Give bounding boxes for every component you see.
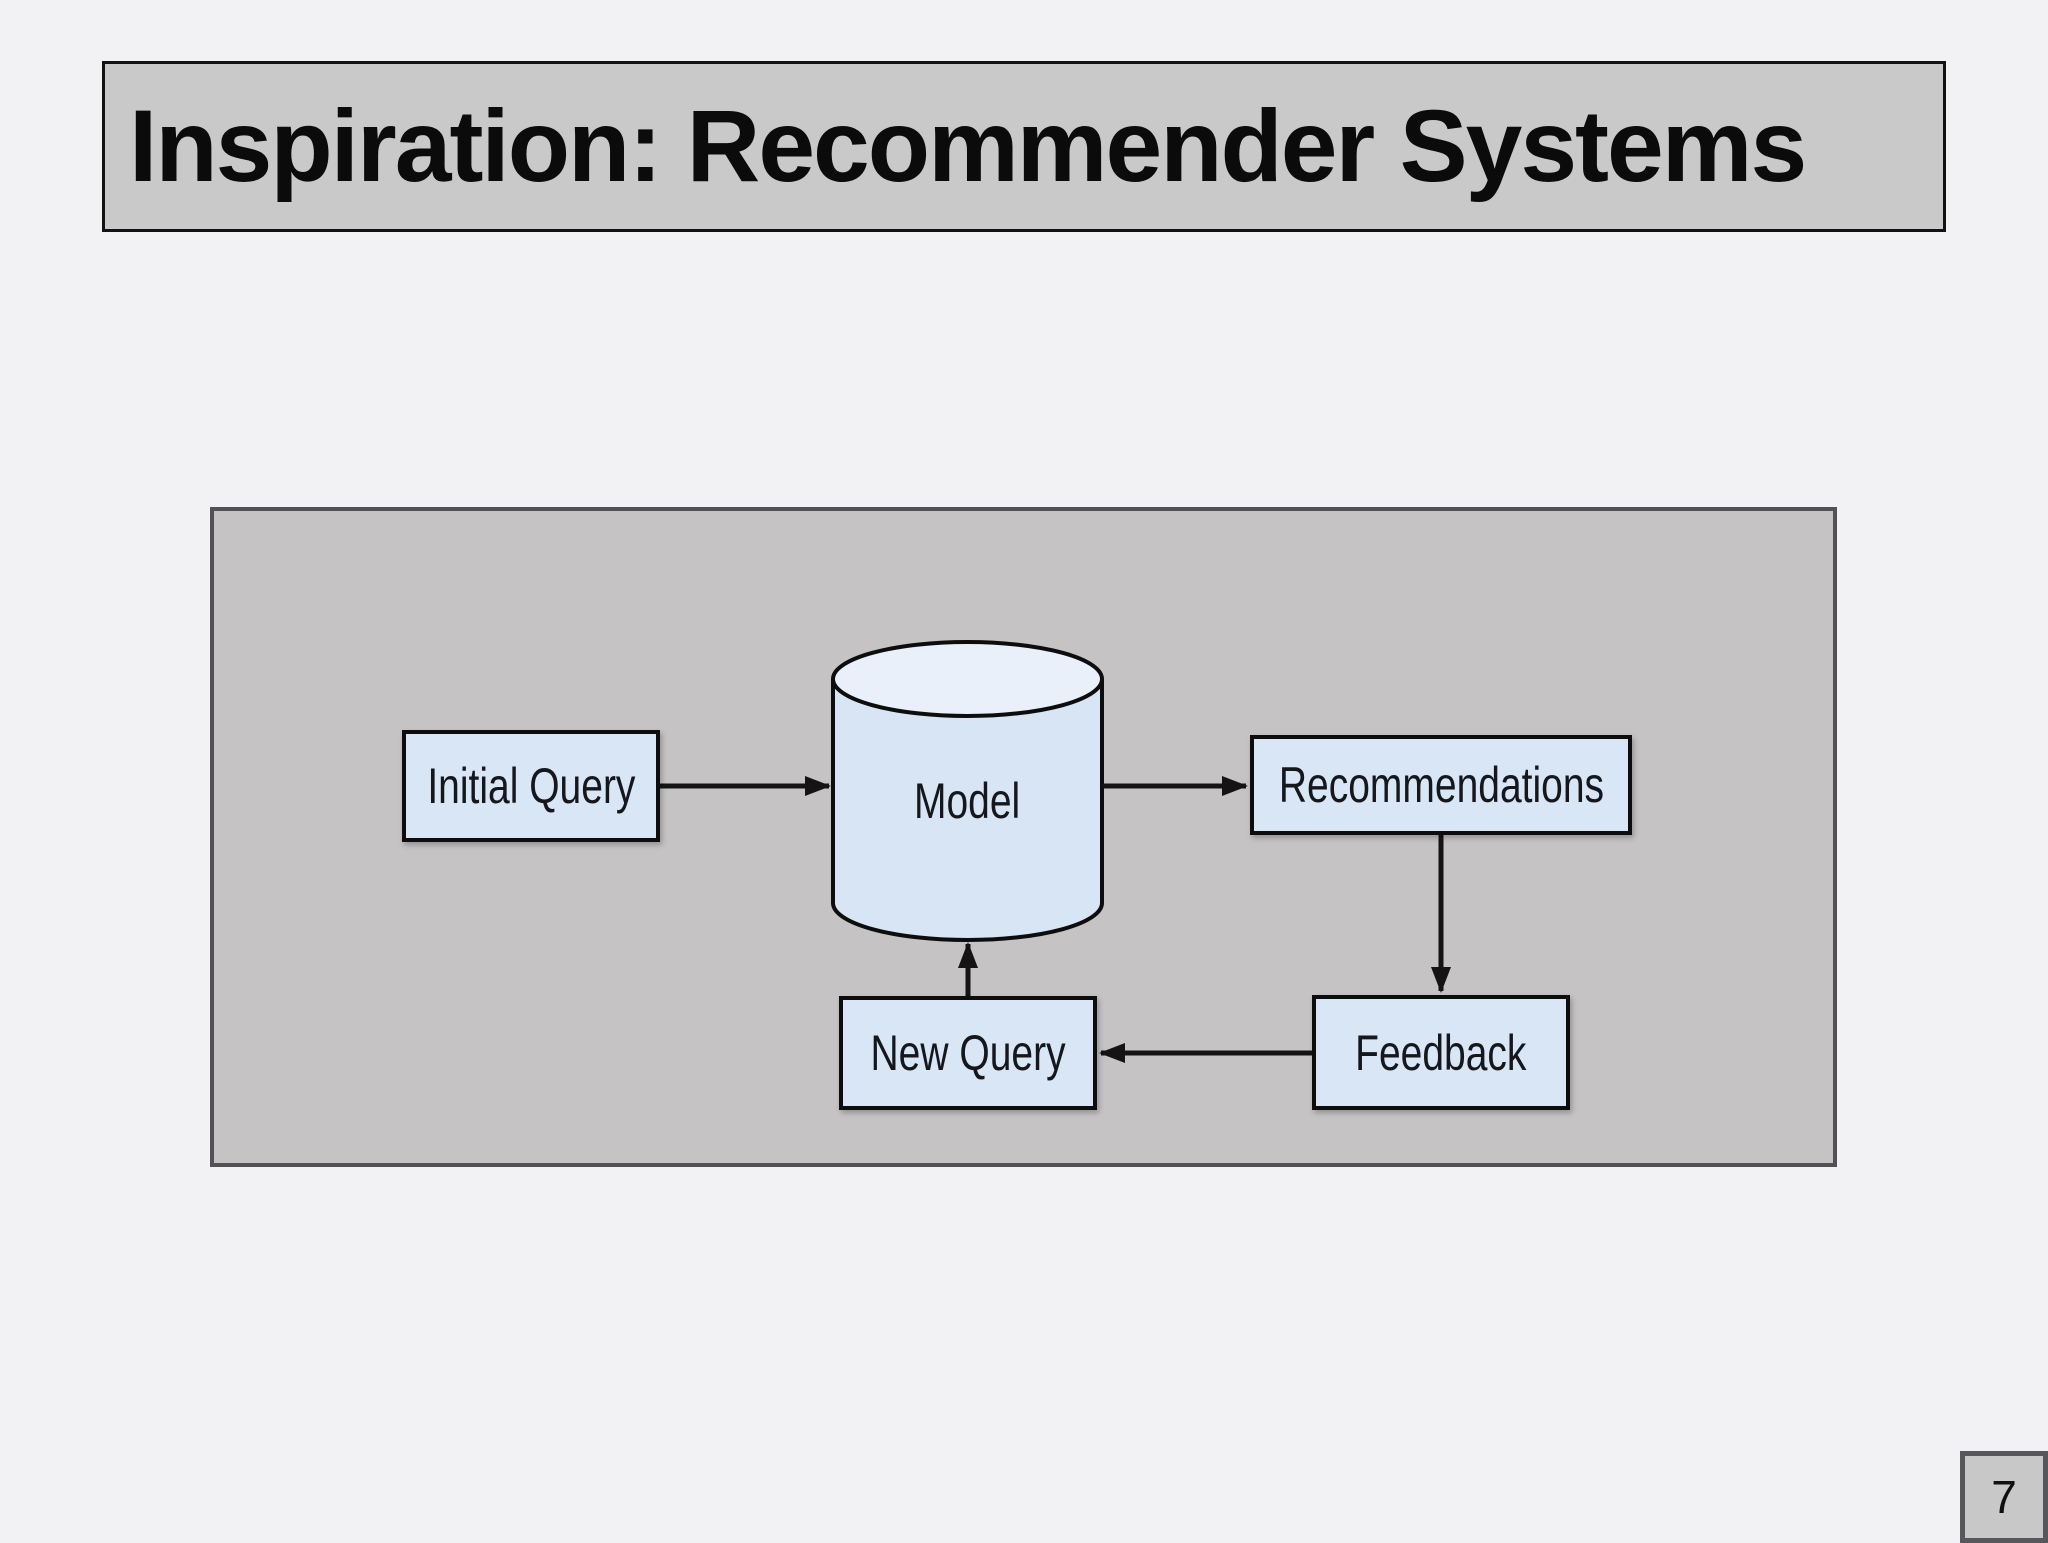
diagram-arrows <box>660 776 1451 1063</box>
node-initial-query-label: Initial Query <box>426 758 636 814</box>
recommender-loop-diagram: Initial Query Recommendations Feedback N… <box>210 507 1837 1167</box>
node-feedback: Feedback <box>1312 995 1570 1110</box>
page-number-box: 7 <box>1960 1451 2048 1543</box>
node-initial-query: Initial Query <box>402 730 660 842</box>
node-model: Model <box>833 773 1102 829</box>
slide-title-box: Inspiration: Recommender Systems <box>102 61 1946 232</box>
node-new-query: New Query <box>839 996 1097 1110</box>
page-number: 7 <box>1991 1471 2017 1523</box>
node-feedback-label: Feedback <box>1355 1024 1527 1081</box>
node-model-label: Model <box>914 773 1021 829</box>
node-new-query-label: New Query <box>870 1025 1066 1081</box>
node-recommendations-label: Recommendations <box>1278 757 1604 813</box>
node-recommendations: Recommendations <box>1250 735 1632 835</box>
slide-title: Inspiration: Recommender Systems <box>129 89 1807 203</box>
model-cylinder <box>831 640 1104 942</box>
